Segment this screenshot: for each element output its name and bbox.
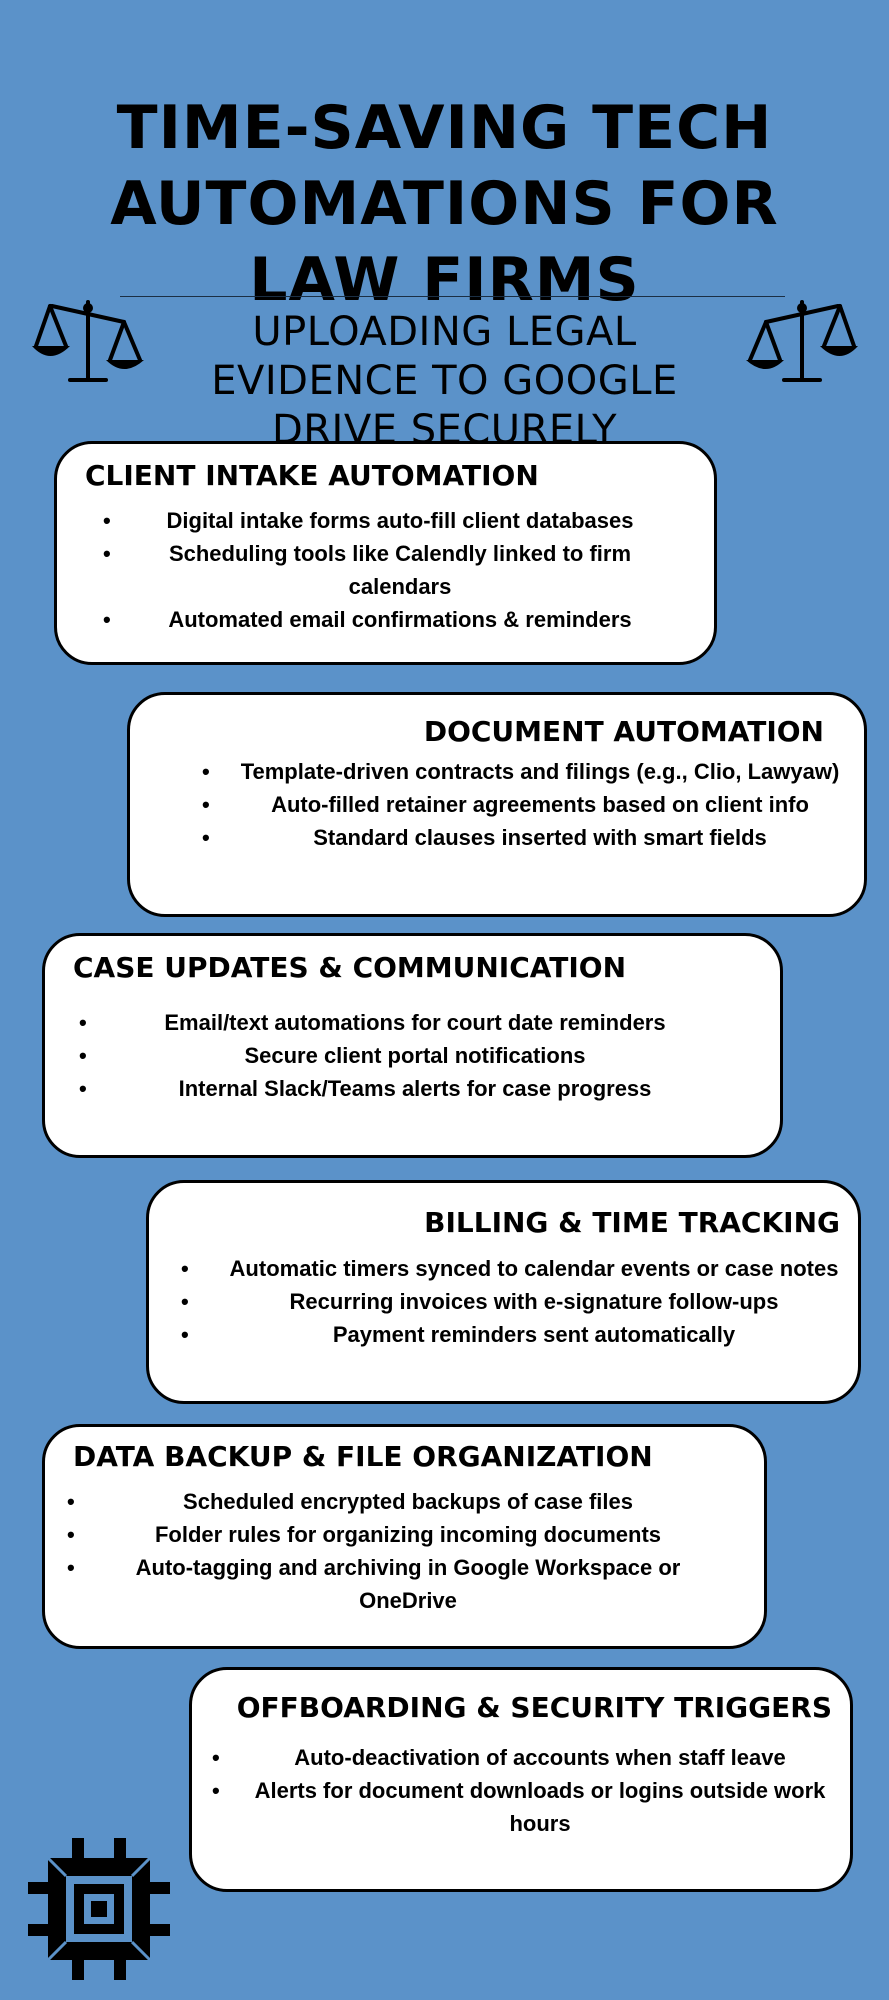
list-item: •Alerts for document downloads or logins… xyxy=(212,1778,826,1836)
list-item: •Auto-filled retainer agreements based o… xyxy=(202,792,809,817)
section-card-billing: Billing & Time Tracking •Automatic timer… xyxy=(146,1180,861,1404)
list-item: •Internal Slack/Teams alerts for case pr… xyxy=(79,1076,652,1101)
list-item: •Automated email confirmations & reminde… xyxy=(103,607,632,632)
list-item: •Template-driven contracts and filings (… xyxy=(202,759,840,784)
list-item: •Standard clauses inserted with smart fi… xyxy=(202,825,767,850)
section-card-data-backup: Data Backup & File Organization •Schedul… xyxy=(42,1424,767,1649)
section-heading: Offboarding & Security Triggers xyxy=(236,1691,832,1724)
scales-of-justice-icon xyxy=(30,296,146,388)
section-list: •Scheduled encrypted backups of case fil… xyxy=(55,1485,725,1617)
list-item: •Recurring invoices with e-signature fol… xyxy=(181,1289,779,1314)
list-item: •Payment reminders sent automatically xyxy=(181,1322,736,1347)
section-list: •Email/text automations for court date r… xyxy=(65,1006,725,1105)
section-heading: Client Intake Automation xyxy=(85,459,539,492)
section-heading: Document Automation xyxy=(423,715,824,748)
section-heading: Case Updates & Communication xyxy=(73,951,627,984)
title-divider xyxy=(120,296,785,297)
list-item: •Scheduling tools like Calendly linked t… xyxy=(103,541,632,599)
section-list: •Automatic timers synced to calendar eve… xyxy=(169,1252,859,1351)
list-item: •Email/text automations for court date r… xyxy=(79,1010,666,1035)
section-card-case-updates: Case Updates & Communication •Email/text… xyxy=(42,933,783,1158)
page-title: Time-Saving Tech Automations for Law Fir… xyxy=(110,93,779,316)
page-subtitle: Uploading Legal Evidence to Google Drive… xyxy=(211,309,678,453)
list-item: •Auto-deactivation of accounts when staf… xyxy=(212,1745,786,1770)
list-item: •Digital intake forms auto-fill client d… xyxy=(103,508,634,533)
list-item: •Folder rules for organizing incoming do… xyxy=(67,1522,662,1547)
list-item: •Automatic timers synced to calendar eve… xyxy=(181,1256,839,1281)
section-card-offboarding: Offboarding & Security Triggers •Auto-de… xyxy=(189,1667,853,1892)
section-card-document-automation: Document Automation •Template-driven con… xyxy=(127,692,867,917)
section-card-client-intake: Client Intake Automation •Digital intake… xyxy=(54,441,717,665)
section-list: •Template-driven contracts and filings (… xyxy=(170,755,860,854)
circuit-chip-logo-icon xyxy=(28,1838,170,1980)
list-item: •Scheduled encrypted backups of case fil… xyxy=(67,1489,633,1514)
section-list: •Digital intake forms auto-fill client d… xyxy=(83,504,673,636)
list-item: •Auto-tagging and archiving in Google Wo… xyxy=(67,1555,681,1613)
scales-of-justice-icon xyxy=(744,296,860,388)
section-heading: Billing & Time Tracking xyxy=(424,1206,840,1239)
section-list: •Auto-deactivation of accounts when staf… xyxy=(202,1741,842,1840)
section-heading: Data Backup & File Organization xyxy=(73,1440,653,1473)
list-item: •Secure client portal notifications xyxy=(79,1043,586,1068)
